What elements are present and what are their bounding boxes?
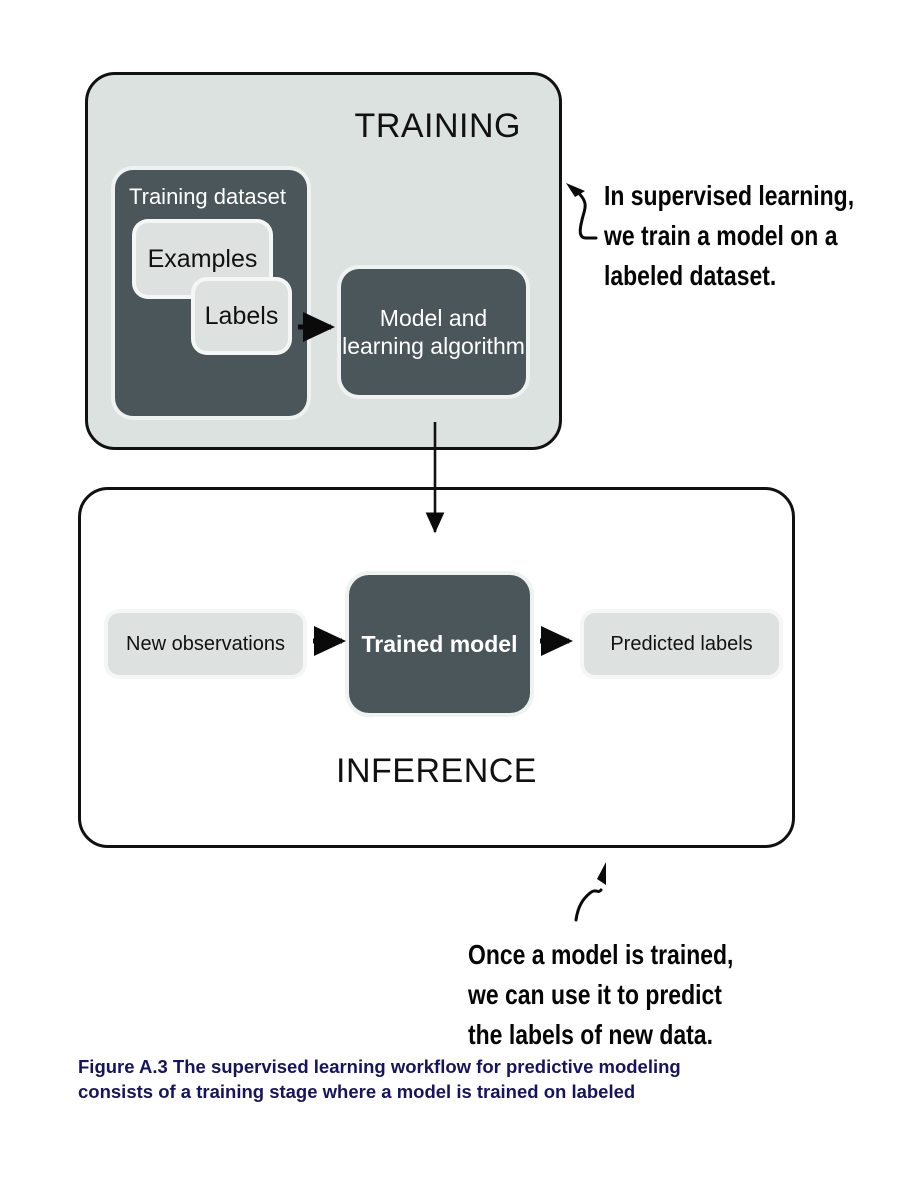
inference-panel-title: INFERENCE — [336, 752, 537, 790]
callout-arrow-top-icon — [566, 183, 598, 240]
annotation-supervised-learning: In supervised learning, we train a model… — [604, 180, 855, 291]
training-panel: TRAINING Training dataset Examples Label… — [85, 72, 562, 450]
inference-panel: New observations Trained model Predicted… — [78, 487, 795, 848]
trained-model-label: Trained model — [361, 630, 518, 657]
examples-label: Examples — [147, 244, 258, 273]
model-label-line-1: Model and — [379, 304, 488, 331]
model-label-line-2: learning algorithm — [342, 333, 525, 359]
predicted-labels-box: Predicted labels — [584, 613, 779, 675]
trained-model-box: Trained model — [349, 575, 530, 713]
callout-arrow-bottom-icon — [574, 862, 606, 922]
annotation-once-model-trained: Once a model is trained, we can use it t… — [468, 939, 734, 1050]
training-dataset-label: Training dataset — [129, 184, 286, 209]
figure-caption-line-1: Figure A.3 The supervised learning workf… — [78, 1056, 681, 1077]
predicted-labels-label: Predicted labels — [610, 632, 753, 655]
new-observations-label: New observations — [126, 632, 285, 655]
model-and-learning-algorithm-box: Model and learning algorithm — [341, 269, 526, 395]
training-panel-title: TRAINING — [354, 107, 521, 145]
labels-box: Labels — [195, 281, 288, 351]
figure-caption-line-2: consists of a training stage where a mod… — [78, 1080, 636, 1102]
figure-caption: Figure A.3 The supervised learning workf… — [78, 1055, 818, 1105]
new-observations-box: New observations — [108, 613, 303, 675]
labels-label: Labels — [204, 301, 279, 330]
